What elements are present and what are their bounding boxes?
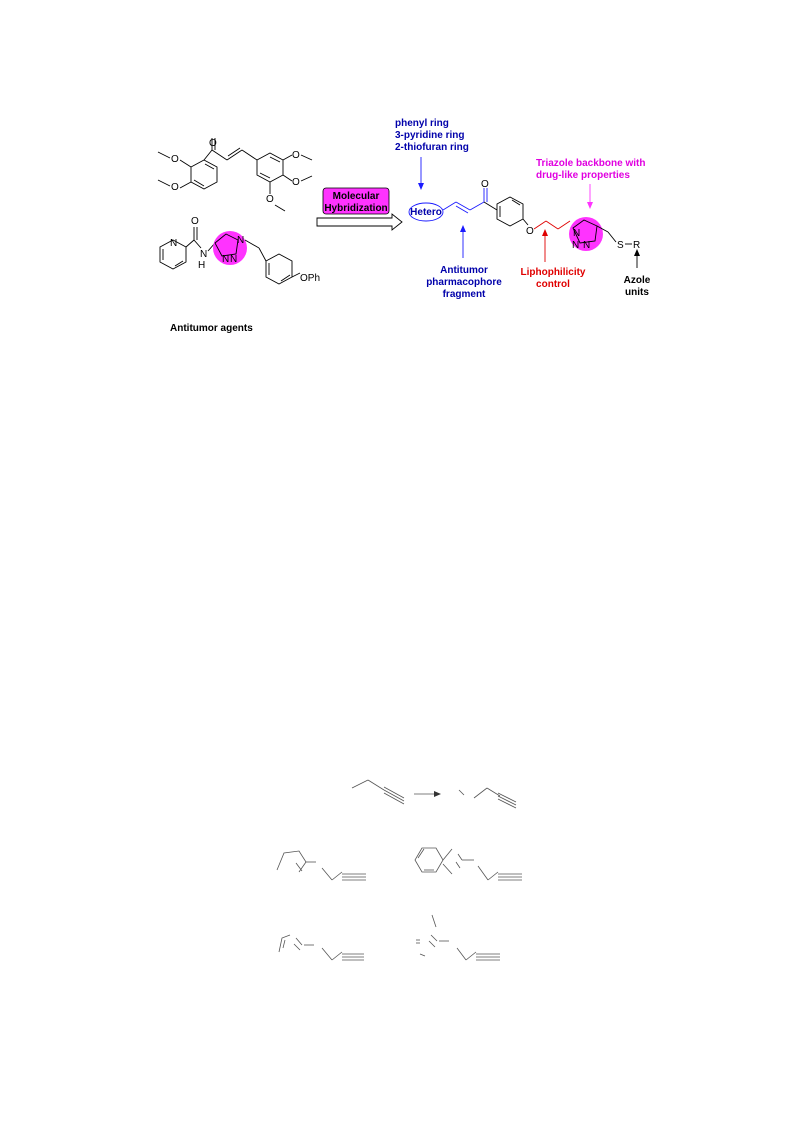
lower-scheme bbox=[276, 779, 522, 961]
atom-oph: OPh bbox=[300, 273, 320, 284]
antitumor-label-line1: Antitumor bbox=[440, 265, 488, 276]
atom-o: O bbox=[171, 154, 179, 165]
hetero-ellipse bbox=[408, 202, 444, 222]
hybridization-arrow: Molecular Hybridization bbox=[316, 187, 403, 231]
atom-h: H bbox=[198, 260, 205, 271]
atom-o: O bbox=[266, 194, 274, 205]
atom-n: N bbox=[222, 254, 229, 265]
atom-o: O bbox=[191, 216, 199, 227]
azole-label-line1: Azole bbox=[624, 275, 651, 286]
hybridization-box bbox=[322, 187, 390, 215]
pyridine-ring-label: 3-pyridine ring bbox=[395, 130, 464, 141]
triazole-label-line1: Triazole backbone with bbox=[536, 158, 645, 169]
atom-n: N bbox=[230, 254, 237, 265]
lipophilicity-label-line2: control bbox=[536, 279, 570, 290]
atom-n: N bbox=[237, 235, 244, 246]
atom-o: O bbox=[526, 226, 534, 237]
antitumor-label-line3: fragment bbox=[443, 289, 486, 300]
atom-o: O bbox=[292, 150, 300, 161]
atom-o: O bbox=[292, 177, 300, 188]
hybridization-label: Hybridization bbox=[324, 203, 387, 214]
chalcone-structure: O O O O O O bbox=[157, 138, 313, 212]
atom-n: N bbox=[572, 240, 579, 251]
atom-n: N bbox=[170, 238, 177, 249]
thiofuran-ring-label: 2-thiofuran ring bbox=[395, 142, 469, 153]
antitumor-agents-label: Antitumor agents bbox=[170, 323, 253, 334]
phenyl-ring-label: phenyl ring bbox=[395, 118, 449, 129]
atom-o: O bbox=[209, 138, 217, 149]
lipophilicity-label-line1: Liphophilicity bbox=[521, 267, 586, 278]
atom-s: S bbox=[617, 240, 624, 251]
atom-n: N bbox=[200, 249, 207, 260]
atom-o: O bbox=[481, 179, 489, 190]
picolinamide-triazole-structure: N O N H N N N OPh bbox=[159, 216, 320, 285]
triazole-highlight bbox=[213, 231, 247, 265]
atom-o: O bbox=[171, 182, 179, 193]
atom-n: N bbox=[583, 240, 590, 251]
molecular-label: Molecular bbox=[333, 191, 380, 202]
atom-r: R bbox=[633, 240, 640, 251]
hybrid-structure: Hetero O O N N N S R bbox=[408, 179, 640, 251]
atom-n: N bbox=[573, 228, 580, 239]
hetero-label: Hetero bbox=[410, 207, 442, 218]
azole-label-line2: units bbox=[625, 287, 649, 298]
triazole-label-line2: drug-like properties bbox=[536, 170, 630, 181]
antitumor-label-line2: pharmacophore bbox=[426, 277, 502, 288]
triazole-highlight bbox=[569, 217, 603, 251]
